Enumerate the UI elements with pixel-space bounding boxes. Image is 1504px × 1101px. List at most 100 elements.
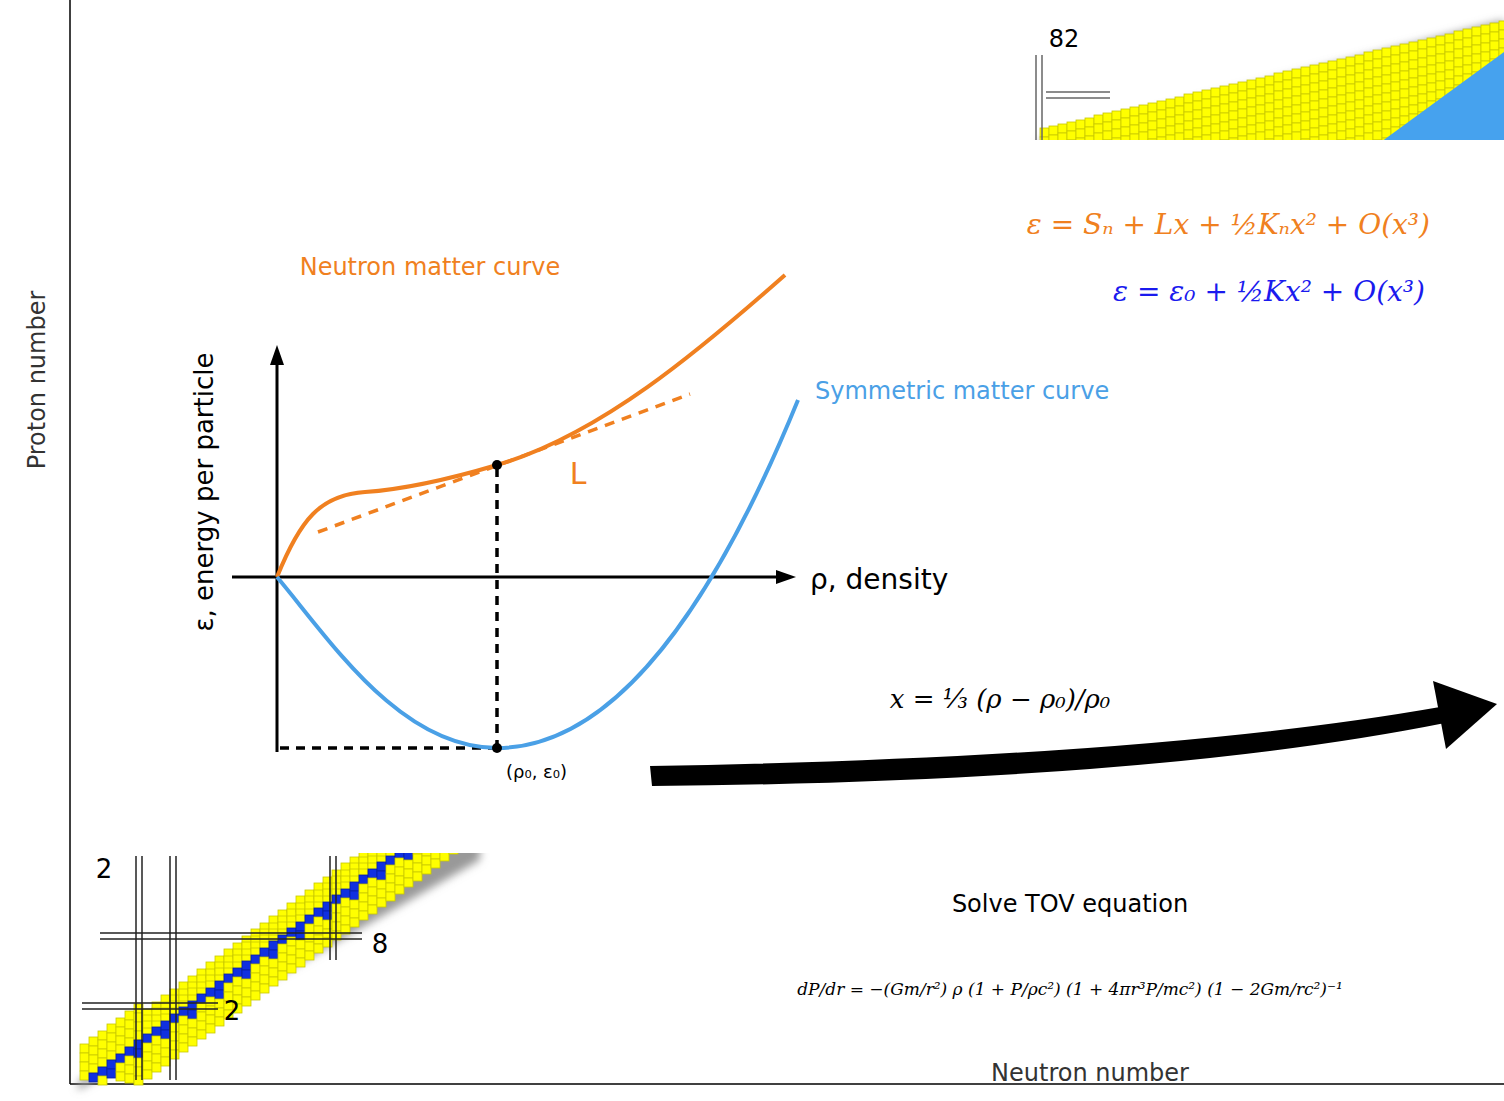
- nuclide-cell: [1310, 92, 1319, 101]
- nuclide-cell: [1499, 21, 1504, 30]
- nuclide-cell: [1256, 96, 1265, 105]
- nuclide-cell: [143, 1043, 152, 1052]
- nuclide-cell: [80, 1062, 89, 1071]
- nuclide-cell: [1256, 105, 1265, 114]
- nuclide-cell: [1265, 94, 1274, 103]
- nuclide-cell: [1301, 94, 1310, 103]
- nuclide-cell: [431, 859, 440, 868]
- nuclide-cell: [305, 924, 314, 933]
- nuclide-cell: [422, 865, 431, 874]
- nuclide-cell: [1445, 34, 1454, 43]
- nuclide-cell: [1373, 59, 1382, 68]
- nuclide-cell: [116, 1045, 125, 1054]
- nuclide-cell: [125, 1029, 134, 1038]
- nuclide-cell: [368, 869, 377, 878]
- nuclide-cell: [1319, 99, 1328, 108]
- nuclide-cell: [1481, 43, 1490, 52]
- nuclide-cell: [1364, 115, 1373, 124]
- nuclide-cell: [1130, 107, 1139, 116]
- nuclide-cell: [1391, 100, 1400, 109]
- nuclide-cell: [1256, 132, 1265, 141]
- nuclide-cell: [359, 893, 368, 902]
- nuclide-cell: [188, 1010, 197, 1019]
- nuclide-cell: [1283, 107, 1292, 116]
- nuclide-cell: [1418, 94, 1427, 103]
- nuclide-cell: [1292, 105, 1301, 114]
- nuclide-cell: [1184, 103, 1193, 112]
- nuclide-cell: [1463, 38, 1472, 47]
- nuclide-cell: [242, 979, 251, 988]
- nuclide-cell: [80, 1044, 89, 1053]
- nuclide-cell: [1454, 31, 1463, 40]
- nuclide-cell: [1346, 57, 1355, 66]
- nuclide-cell: [188, 1028, 197, 1037]
- nuclide-cell: [1364, 61, 1373, 70]
- nuclide-cell: [1319, 72, 1328, 81]
- nuclide-cell: [179, 1034, 188, 1043]
- nuclide-cell: [1247, 89, 1256, 98]
- nuclide-cell: [1391, 55, 1400, 64]
- nuclide-cell: [1166, 117, 1175, 126]
- nuclide-cell: [1373, 68, 1382, 77]
- nuclide-cell: [296, 922, 305, 931]
- nuclide-cell: [1211, 115, 1220, 124]
- nuclide-cell: [269, 941, 278, 950]
- nuclide-cell: [1364, 124, 1373, 133]
- nuclide-cell: [1436, 45, 1445, 54]
- nuclide-cell: [377, 862, 386, 871]
- nuclide-cell: [116, 1063, 125, 1072]
- nuclide-cell: [116, 1072, 125, 1081]
- nuclide-cell: [1427, 47, 1436, 56]
- nuclide-cell: [1481, 25, 1490, 34]
- nuclide-cell: [1337, 104, 1346, 113]
- nuclide-cell: [395, 858, 404, 867]
- nuclide-cell: [1292, 114, 1301, 123]
- nuclide-cell: [1265, 85, 1274, 94]
- nuclide-cell: [1490, 32, 1499, 41]
- nuclide-cell: [1310, 83, 1319, 92]
- nuclide-cell: [1238, 127, 1247, 136]
- nuclide-cell: [1148, 130, 1157, 139]
- nuclide-cell: [1265, 121, 1274, 130]
- axis-title: Neutron number: [991, 1060, 1189, 1088]
- nuclide-cell: [1337, 113, 1346, 122]
- nuclide-cell: [1139, 123, 1148, 132]
- nuclide-cell: [1238, 109, 1247, 118]
- nuclide-cell: [1427, 56, 1436, 65]
- nuclide-cell: [1436, 54, 1445, 63]
- nuclide-cell: [1184, 130, 1193, 139]
- nuclide-cell: [1499, 30, 1504, 39]
- nuclide-cell: [1229, 111, 1238, 120]
- symmetric-matter-curve: [277, 400, 798, 748]
- nuclide-cell: [1148, 112, 1157, 121]
- nuclide-cell: [1220, 131, 1229, 140]
- nuclide-cell: [260, 966, 269, 975]
- nuclide-cell: [1274, 82, 1283, 91]
- nuclide-cell: [1355, 55, 1364, 64]
- nuclide-cell: [1166, 108, 1175, 117]
- nuclide-cell: [125, 1038, 134, 1047]
- point-label: (ρ₀, ε₀): [506, 762, 567, 783]
- nuclide-cell: [1400, 62, 1409, 71]
- nuclide-cell: [341, 898, 350, 907]
- nuclide-cell: [1148, 103, 1157, 112]
- nuclide-cell: [386, 856, 395, 865]
- nuclide-cell: [251, 991, 260, 1000]
- magic-lines: [82, 856, 362, 1080]
- nuclide-cell: [1355, 82, 1364, 91]
- nuclide-cell: [1121, 118, 1130, 127]
- nuclide-cell: [1409, 87, 1418, 96]
- nuclide-cell: [1382, 84, 1391, 93]
- nuclide-cell: [1364, 52, 1373, 61]
- nuclide-cell: [1382, 57, 1391, 66]
- nuclide-cell: [98, 1040, 107, 1049]
- nuclide-cell: [1238, 82, 1247, 91]
- nuclide-cell: [1220, 104, 1229, 113]
- nuclide-cell: [1292, 96, 1301, 105]
- nuclide-cell: [1364, 70, 1373, 79]
- nuclide-cell: [1211, 106, 1220, 115]
- nuclide-cell: [1238, 100, 1247, 109]
- nuclide-cell: [1427, 92, 1436, 101]
- nuclide-cell: [1256, 123, 1265, 132]
- nuclide-cell: [1472, 36, 1481, 45]
